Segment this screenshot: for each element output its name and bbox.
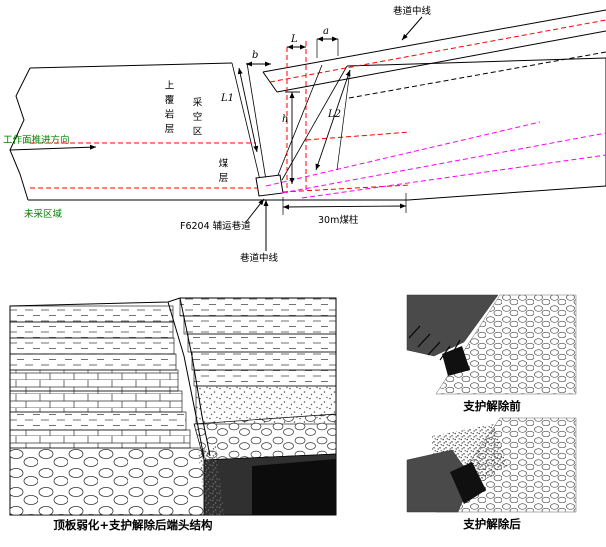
seam-top-right (305, 131, 411, 141)
unmined-area-label: 未采区域 (24, 208, 63, 220)
top-edge-right (346, 57, 606, 67)
mudstone-layer (187, 333, 337, 353)
roadway-centerline-dashed (269, 19, 606, 83)
sandstone-block-layer (9, 390, 183, 413)
roadway-centerline-top-label: 巷道中线 (393, 5, 432, 17)
panel-before-removal (406, 294, 577, 395)
end-structure-section-diagram (9, 297, 337, 516)
mudstone-layer (9, 305, 174, 323)
dim-b-label: b (252, 50, 258, 61)
funnel-left-wall (231, 62, 261, 181)
dim-l2-aux-line (336, 69, 351, 171)
bolt (417, 333, 431, 348)
rock-block-outline (9, 57, 606, 201)
caved-gravel-layer (9, 447, 205, 516)
goaf-label: 采空区 (190, 97, 202, 141)
advance-direction-label: 工作面推进方向 (3, 134, 70, 146)
dim-l-label: L (290, 34, 298, 45)
caption-end-structure: 顶板弱化+支护解除后端头结构 (53, 518, 213, 532)
black-wedge (450, 462, 486, 504)
dim-l1-arrow (237, 67, 259, 153)
right-strata-layers (179, 297, 337, 425)
mudstone-layer (9, 321, 174, 339)
f6204-leader-arrow (245, 198, 265, 223)
projection-line-1 (265, 121, 541, 187)
bolt (408, 325, 421, 339)
bolt (427, 341, 441, 356)
dim-l2-label: L2 (327, 109, 341, 120)
funnel-left-inner (246, 62, 267, 181)
fracture-line-left (167, 301, 205, 459)
band-upper-line (262, 9, 606, 73)
black-wedge (442, 346, 470, 376)
bottom-edge (28, 185, 606, 201)
mudstone-layer (183, 315, 337, 335)
fracture-lines (167, 297, 211, 459)
dimension-annotations: L1 h L2 b L a 30m煤柱 (220, 26, 407, 226)
funnel-right-inner (275, 64, 323, 181)
pillar-dim-arrow (282, 203, 407, 210)
goaf-funnel-lines (231, 62, 348, 181)
mudstone-layer (9, 337, 175, 355)
dim-l2-arrow (315, 69, 351, 171)
top-edge-left (29, 62, 233, 69)
dim-h-label: h (282, 114, 288, 125)
f6204-roadway-label: F6204 辅运巷道 (180, 220, 251, 232)
advance-direction-arrow (9, 144, 97, 151)
mudstone-layer (9, 411, 187, 431)
projection-line-2 (281, 132, 606, 194)
roadway-dark-core (252, 459, 336, 515)
mudstone-layer (191, 351, 337, 371)
sandstone-block-layer (9, 369, 179, 392)
fracture-line-right (179, 297, 211, 457)
panel-after-removal (406, 417, 577, 513)
support-removal-panels (406, 294, 577, 513)
coal-pillar-label: 30m煤柱 (318, 214, 359, 226)
broken-left-edge (9, 67, 31, 201)
panel-layout-diagram: L1 h L2 b L a 30m煤柱 巷道中线 工作面推进方向 (3, 5, 606, 264)
band-floor-projection (348, 51, 606, 99)
centerline-top-leader-arrow (401, 16, 423, 41)
mudstone-layer (179, 297, 337, 317)
roadway-centerline-bottom-label: 巷道中线 (240, 252, 279, 264)
projection-line-3 (301, 154, 606, 199)
roof-dark-mass (406, 294, 499, 357)
seam-bottom-right (282, 184, 411, 193)
mudstone-layer (193, 369, 337, 387)
sandstone-block-layer (9, 429, 191, 449)
coal-seam-boundary-lines (30, 41, 411, 193)
coal-seam-label: 煤层 (216, 158, 228, 187)
dim-l1-label: L1 (220, 93, 234, 104)
caption-before-removal: 支护解除前 (463, 399, 521, 413)
dim-a-label: a (323, 26, 329, 37)
mudstone-layer (9, 353, 177, 371)
left-strata-layers (9, 305, 205, 516)
roadway-projection-lines (265, 121, 606, 199)
text-labels: 巷道中线 工作面推进方向 未采区域 F6204 辅运巷道 巷道中线 (3, 5, 432, 264)
caption-after-removal: 支护解除后 (463, 517, 521, 531)
rubble-transition (198, 446, 224, 515)
overlying-strata-label: 上覆岩层 (162, 80, 174, 138)
